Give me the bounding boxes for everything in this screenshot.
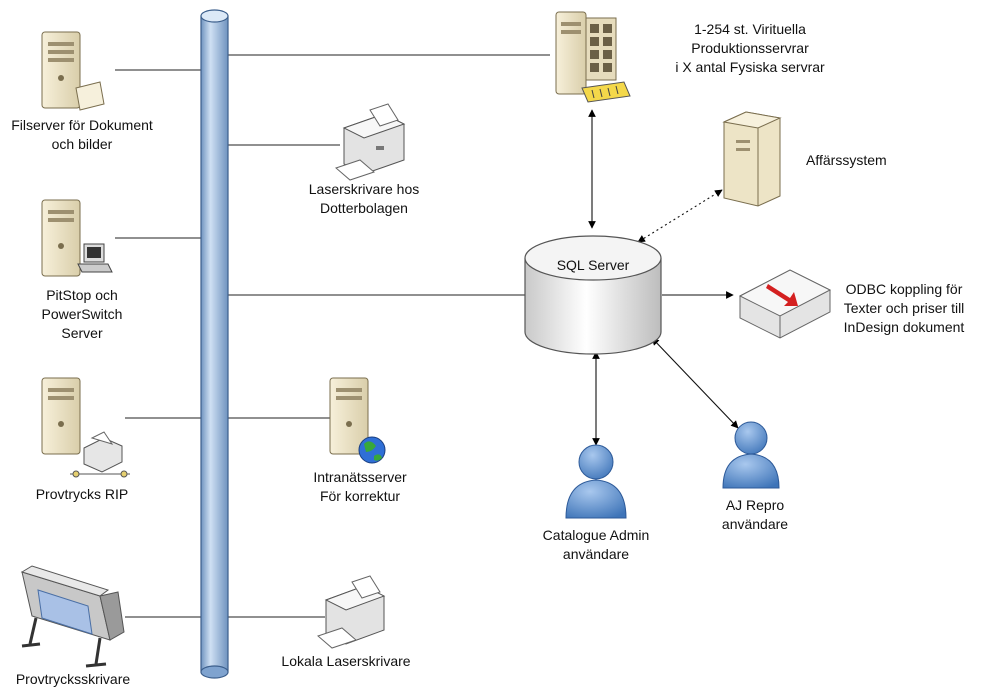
backbone-connectors	[115, 54, 550, 618]
sql-server-label-text: SQL Server	[556, 257, 630, 273]
aj-repro-label-line2: användare	[721, 516, 789, 532]
local-laser-printer-icon	[317, 575, 386, 649]
proof-printer-label: Provtrycksskrivare	[0, 670, 146, 689]
virtual-servers-label-line1: 1-254 st. Virituella	[694, 21, 806, 37]
odbc-label-line3: InDesign dokument	[843, 319, 965, 335]
aj-repro-user-icon	[722, 421, 780, 489]
laser-printer-subsidiary-label-line2: Dotterbolagen	[320, 200, 408, 216]
catalogue-admin-label-line2: användare	[562, 546, 630, 562]
laser-printer-subsidiary-label: Laserskrivare hos Dotterbolagen	[294, 180, 434, 218]
local-laser-printer-label-text: Lokala Laserskrivare	[281, 653, 411, 669]
aj-repro-label-line1: AJ Repro	[725, 497, 785, 513]
odbc-label-line1: ODBC koppling för	[845, 281, 963, 297]
virtual-servers-label-line3: i X antal Fysiska servrar	[675, 59, 825, 75]
odbc-connection-icon	[738, 269, 832, 339]
laser-printer-subsidiary-label-line1: Laserskrivare hos	[308, 181, 420, 197]
proof-rip-server-icon	[41, 377, 130, 478]
intranet-label-line1: Intranätsserver	[313, 469, 407, 485]
laser-printer-subsidiary-icon	[335, 103, 406, 181]
sql-server-label: SQL Server	[543, 256, 643, 275]
file-server-label: Filserver för Dokument och bilder	[2, 116, 162, 154]
file-server-icon	[41, 31, 105, 111]
catalogue-admin-label: Catalogue Admin användare	[526, 526, 666, 564]
file-server-label-line1: Filserver för Dokument	[11, 117, 153, 133]
virtual-servers-label-line2: Produktionsservrar	[691, 40, 809, 56]
proof-rip-label-text: Provtrycks RIP	[35, 486, 129, 502]
intranet-server-icon	[329, 377, 386, 464]
proof-printer-icon	[20, 565, 125, 668]
virtual-servers-label: 1-254 st. Virituella Produktionsservrar …	[640, 20, 860, 77]
pitstop-server-label: PitStop och PowerSwitch Server	[22, 286, 142, 343]
local-laser-printer-label: Lokala Laserskrivare	[266, 652, 426, 671]
pitstop-label-line2: PowerSwitch	[41, 306, 123, 322]
pitstop-label-line3: Server	[61, 325, 103, 341]
catalogue-admin-label-line1: Catalogue Admin	[542, 527, 650, 543]
aj-repro-label: AJ Repro användare	[695, 496, 815, 534]
business-system-label-text: Affärssystem	[806, 152, 887, 168]
file-server-label-line2: och bilder	[51, 136, 113, 152]
odbc-label-line2: Texter och priser till	[843, 300, 965, 316]
virtual-servers-icon	[555, 11, 631, 103]
pitstop-label-line1: PitStop och	[46, 287, 118, 303]
proof-printer-label-text: Provtrycksskrivare	[15, 671, 131, 687]
intranet-server-label: Intranätsserver För korrektur	[290, 468, 430, 506]
network-backbone	[200, 9, 229, 679]
catalogue-admin-user-icon	[565, 444, 627, 519]
business-system-label: Affärssystem	[806, 151, 926, 170]
proof-rip-label: Provtrycks RIP	[12, 485, 152, 504]
odbc-label: ODBC koppling för Texter och priser till…	[828, 280, 980, 337]
sql-connections	[588, 109, 739, 446]
pitstop-server-icon	[41, 199, 113, 277]
intranet-label-line2: För korrektur	[319, 488, 401, 504]
business-system-server-icon	[722, 111, 782, 207]
sql-server-database	[524, 235, 662, 355]
